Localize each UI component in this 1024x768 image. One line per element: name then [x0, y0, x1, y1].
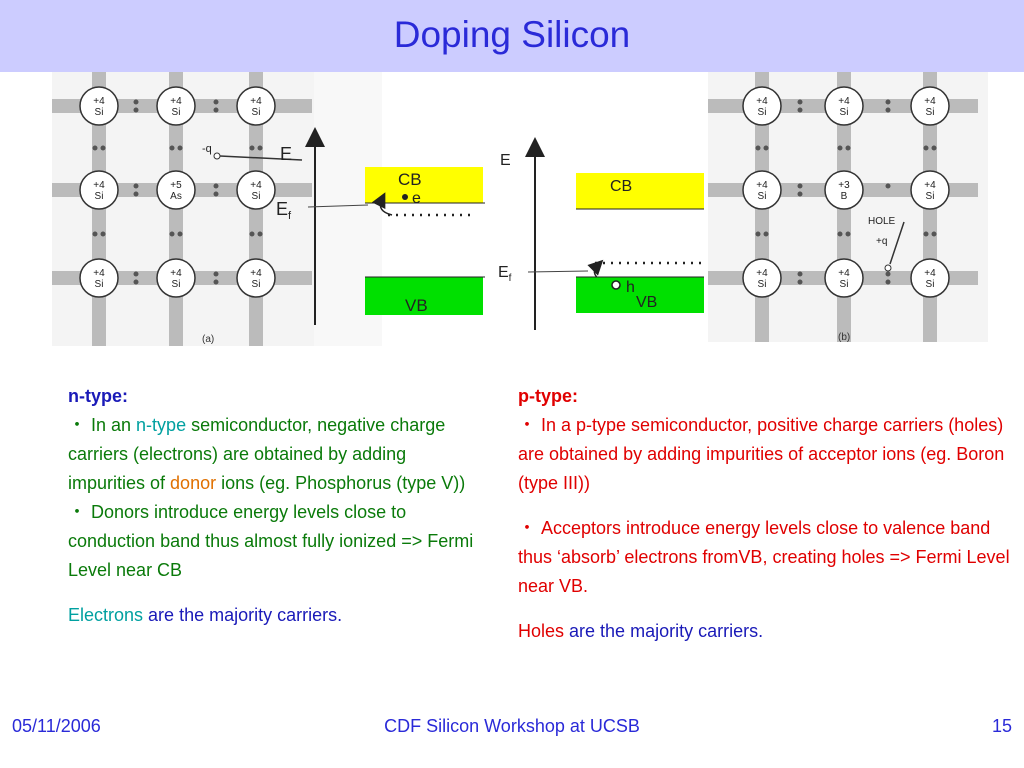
carrier-label: e — [412, 190, 421, 207]
carrier-label: h — [626, 279, 635, 296]
fermi-pointer — [527, 270, 589, 273]
bond-electrons — [755, 99, 937, 285]
energy-axis-label: E — [280, 144, 292, 164]
cb-label: CB — [610, 178, 632, 195]
atom-label: Si — [252, 107, 261, 118]
atom-label: +4 — [924, 268, 936, 279]
p-type-summary: Holes are the majority carriers. — [518, 621, 764, 641]
fermi-label: Ef — [498, 264, 512, 284]
conduction-band — [365, 167, 483, 203]
vb-label: VB — [405, 296, 428, 315]
electron-pointer — [219, 155, 303, 161]
atom-label: +4 — [924, 180, 936, 191]
hole-marker — [884, 264, 892, 272]
atom-label: +4 — [756, 96, 768, 107]
hole-circle — [611, 280, 621, 290]
atom-label: Si — [252, 279, 261, 290]
charge-label: -q — [202, 143, 212, 155]
figure-caption: (b) — [838, 332, 850, 342]
atom-label: +4 — [924, 96, 936, 107]
atom-label: +5 — [170, 180, 182, 191]
n-type-band-diagram: E Ef CB e VB — [276, 127, 485, 325]
fermi-pointer — [307, 204, 369, 208]
atoms — [742, 86, 950, 298]
atom-label: Si — [926, 107, 935, 118]
atom-label: Si — [95, 191, 104, 202]
atom-label: Si — [926, 191, 935, 202]
atom-label: +4 — [93, 96, 105, 107]
p-type-heading: p-type: — [518, 386, 578, 406]
fermi-label: Ef — [276, 199, 292, 222]
atom-label: Si — [95, 107, 104, 118]
atom-label: Si — [172, 279, 181, 290]
atom-label: +4 — [93, 180, 105, 191]
atom-label: +3 — [838, 180, 850, 191]
atom-label: +4 — [170, 96, 182, 107]
slide-title: Doping Silicon — [393, 14, 631, 55]
p-type-section: p-type: ・ In a p-type semiconductor, pos… — [518, 382, 1018, 646]
free-electron — [213, 152, 221, 160]
p-type-band-diagram: E Ef CB h VB — [498, 137, 704, 330]
title-bar — [0, 0, 1024, 72]
atom-label: +4 — [838, 268, 850, 279]
valence-band — [576, 277, 704, 313]
n-type-paragraph-2: ・ Donors introduce energy levels close t… — [68, 502, 474, 580]
atom-label: Si — [252, 191, 261, 202]
n-type-summary: Electrons are the majority carriers. — [68, 605, 343, 625]
vb-label: VB — [636, 294, 657, 311]
p-type-paragraph-1: ・ In a p-type semiconductor, positive ch… — [518, 415, 1005, 493]
atom-label: B — [841, 191, 848, 202]
p-type-lattice-figure: +4Si+4Si+4Si+4Si+3B+4Si+4Si+4Si+4Si HOLE… — [708, 72, 988, 342]
donor-arrow — [371, 192, 393, 216]
p-type-paragraph-2: ・ Acceptors introduce energy levels clos… — [518, 518, 1010, 596]
band-diagrams: E Ef CB e VB E Ef CB h VB — [276, 127, 704, 330]
charge-label: +q — [876, 236, 887, 247]
atoms — [79, 86, 276, 298]
energy-axis-label: E — [500, 152, 511, 169]
bond-electrons — [92, 99, 263, 285]
hole-pointer — [889, 221, 905, 265]
n-type-paragraph-1: ・ In an n-type semiconductor, negative c… — [68, 415, 466, 493]
atom-label: Si — [758, 107, 767, 118]
atom-label: Si — [840, 279, 849, 290]
atom-label: +4 — [756, 180, 768, 191]
hole-label: HOLE — [868, 216, 896, 227]
atom-label: Si — [758, 279, 767, 290]
atom-label: Si — [758, 191, 767, 202]
valence-band — [365, 277, 483, 315]
n-type-heading: n-type: — [68, 386, 128, 406]
atom-label: Si — [926, 279, 935, 290]
atom-label: +4 — [838, 96, 850, 107]
atom-label: +4 — [93, 268, 105, 279]
cb-label: CB — [398, 170, 422, 189]
footer-event: CDF Silicon Workshop at UCSB — [384, 716, 640, 736]
atom-label: Si — [95, 279, 104, 290]
footer-date: 05/11/2006 — [12, 716, 101, 736]
n-type-lattice-figure: +4Si+4Si+4Si+4Si+5As+4Si+4Si+4Si+4Si -q … — [52, 72, 382, 346]
atom-label: +4 — [250, 268, 262, 279]
n-type-section: n-type: ・ In an n-type semiconductor, ne… — [68, 382, 478, 630]
footer-page-number: 15 — [991, 716, 1012, 736]
atom-label: As — [170, 191, 182, 202]
atom-label: +4 — [250, 96, 262, 107]
atom-label: Si — [172, 107, 181, 118]
conduction-band — [576, 173, 704, 209]
atom-label: Si — [840, 107, 849, 118]
atom-label: +4 — [756, 268, 768, 279]
atom-label: +4 — [250, 180, 262, 191]
figure-caption: (a) — [202, 334, 214, 345]
electron-dot — [402, 194, 408, 200]
atom-label: +4 — [170, 268, 182, 279]
